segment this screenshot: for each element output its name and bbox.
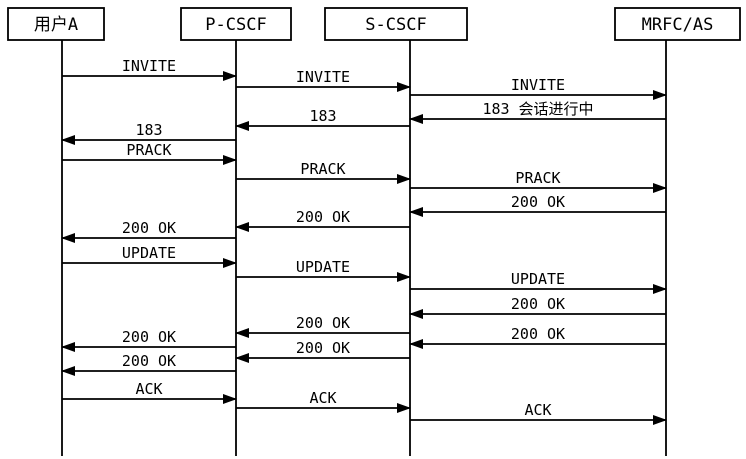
message-label: UPDATE <box>122 244 176 262</box>
message-label: 200 OK <box>511 193 565 211</box>
message-9: 200 OK <box>409 193 666 217</box>
message-8: PRACK <box>410 169 667 193</box>
message-11: 200 OK <box>61 219 236 243</box>
message-1: INVITE <box>236 68 411 92</box>
actor-s-cscf: S-CSCF <box>324 7 468 456</box>
message-label: ACK <box>524 401 551 419</box>
actor-mrfc-as: MRFC/AS <box>614 7 741 456</box>
message-label: 200 OK <box>122 328 176 346</box>
message-2: INVITE <box>410 76 667 100</box>
message-label: INVITE <box>511 76 565 94</box>
message-5: 183 <box>61 121 236 145</box>
actor-box-p-cscf <box>180 7 292 41</box>
message-19: 200 OK <box>235 339 410 363</box>
message-label: 200 OK <box>296 314 350 332</box>
message-label: 200 OK <box>511 295 565 313</box>
actor-user-a: 用户A <box>7 7 105 456</box>
message-label: PRACK <box>300 160 345 178</box>
message-6: PRACK <box>62 141 237 165</box>
message-13: UPDATE <box>236 258 411 282</box>
actor-label-s-cscf: S-CSCF <box>365 15 426 35</box>
actor-box-user-a <box>7 7 105 41</box>
message-7: PRACK <box>236 160 411 184</box>
message-14: UPDATE <box>410 270 667 294</box>
actor-label-mrfc-as: MRFC/AS <box>642 15 714 35</box>
message-label: INVITE <box>122 57 176 75</box>
message-4: 183 <box>235 107 410 131</box>
message-label: 183 <box>135 121 162 139</box>
actor-label-user-a: 用户A <box>34 15 78 35</box>
message-0: INVITE <box>62 57 237 81</box>
message-23: ACK <box>410 401 667 425</box>
message-16: 200 OK <box>235 314 410 338</box>
actor-box-mrfc-as <box>614 7 741 41</box>
message-label: 200 OK <box>296 208 350 226</box>
message-17: 200 OK <box>409 325 666 349</box>
message-label: UPDATE <box>511 270 565 288</box>
message-15: 200 OK <box>409 295 666 319</box>
message-label: PRACK <box>126 141 171 159</box>
message-label: 200 OK <box>511 325 565 343</box>
message-label: 200 OK <box>122 352 176 370</box>
message-label: ACK <box>135 380 162 398</box>
message-label: PRACK <box>515 169 560 187</box>
message-12: UPDATE <box>62 244 237 268</box>
message-label: UPDATE <box>296 258 350 276</box>
actor-label-p-cscf: P-CSCF <box>205 15 266 35</box>
message-label: 183 会话进行中 <box>482 100 593 118</box>
message-22: ACK <box>236 389 411 413</box>
message-18: 200 OK <box>61 328 236 352</box>
actor-p-cscf: P-CSCF <box>180 7 292 456</box>
actor-box-s-cscf <box>324 7 468 41</box>
message-label: INVITE <box>296 68 350 86</box>
message-21: ACK <box>62 380 237 404</box>
message-20: 200 OK <box>61 352 236 376</box>
message-label: 200 OK <box>122 219 176 237</box>
message-3: 183 会话进行中 <box>409 100 666 124</box>
message-label: ACK <box>309 389 336 407</box>
message-10: 200 OK <box>235 208 410 232</box>
message-label: 183 <box>309 107 336 125</box>
message-label: 200 OK <box>296 339 350 357</box>
